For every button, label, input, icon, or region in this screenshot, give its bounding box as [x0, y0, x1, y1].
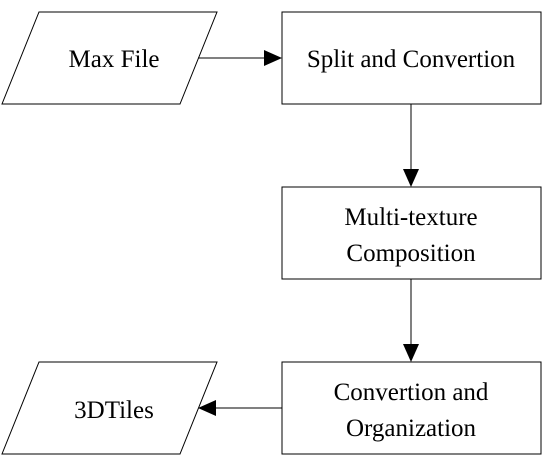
node-convertion-organization-line-1: Convertion and [334, 379, 489, 406]
arrowhead-down-icon [403, 169, 419, 187]
arrowhead-left-icon [198, 400, 216, 416]
edge-multi-texture-to-convertion [403, 279, 419, 362]
edge-max-file-to-split [198, 50, 282, 66]
node-split-convertion-label: Split and Convertion [307, 46, 516, 73]
node-3dtiles: 3DTiles [1, 361, 218, 455]
arrowhead-right-icon [264, 50, 282, 66]
node-convertion-organization-shape [281, 361, 542, 455]
node-split-convertion-shape [281, 11, 542, 105]
node-3dtiles-label: 3DTiles [74, 397, 154, 424]
node-multi-texture-composition-line-1: Multi-texture [344, 204, 477, 231]
node-split-convertion: Split and Convertion [281, 11, 542, 105]
edge-convertion-to-3dtiles [198, 400, 282, 416]
node-max-file: Max File [1, 11, 218, 105]
node-max-file-label: Max File [69, 46, 160, 73]
node-3dtiles-shape [1, 361, 218, 455]
node-max-file-shape [1, 11, 218, 105]
node-convertion-organization: Convertion and Organization [281, 361, 542, 455]
edge-split-to-multi-texture [403, 104, 419, 187]
arrowhead-down-icon [403, 344, 419, 362]
node-multi-texture-composition-line-2: Composition [346, 240, 476, 267]
node-convertion-organization-line-2: Organization [346, 415, 477, 442]
node-multi-texture-composition: Multi-texture Composition [281, 186, 542, 280]
